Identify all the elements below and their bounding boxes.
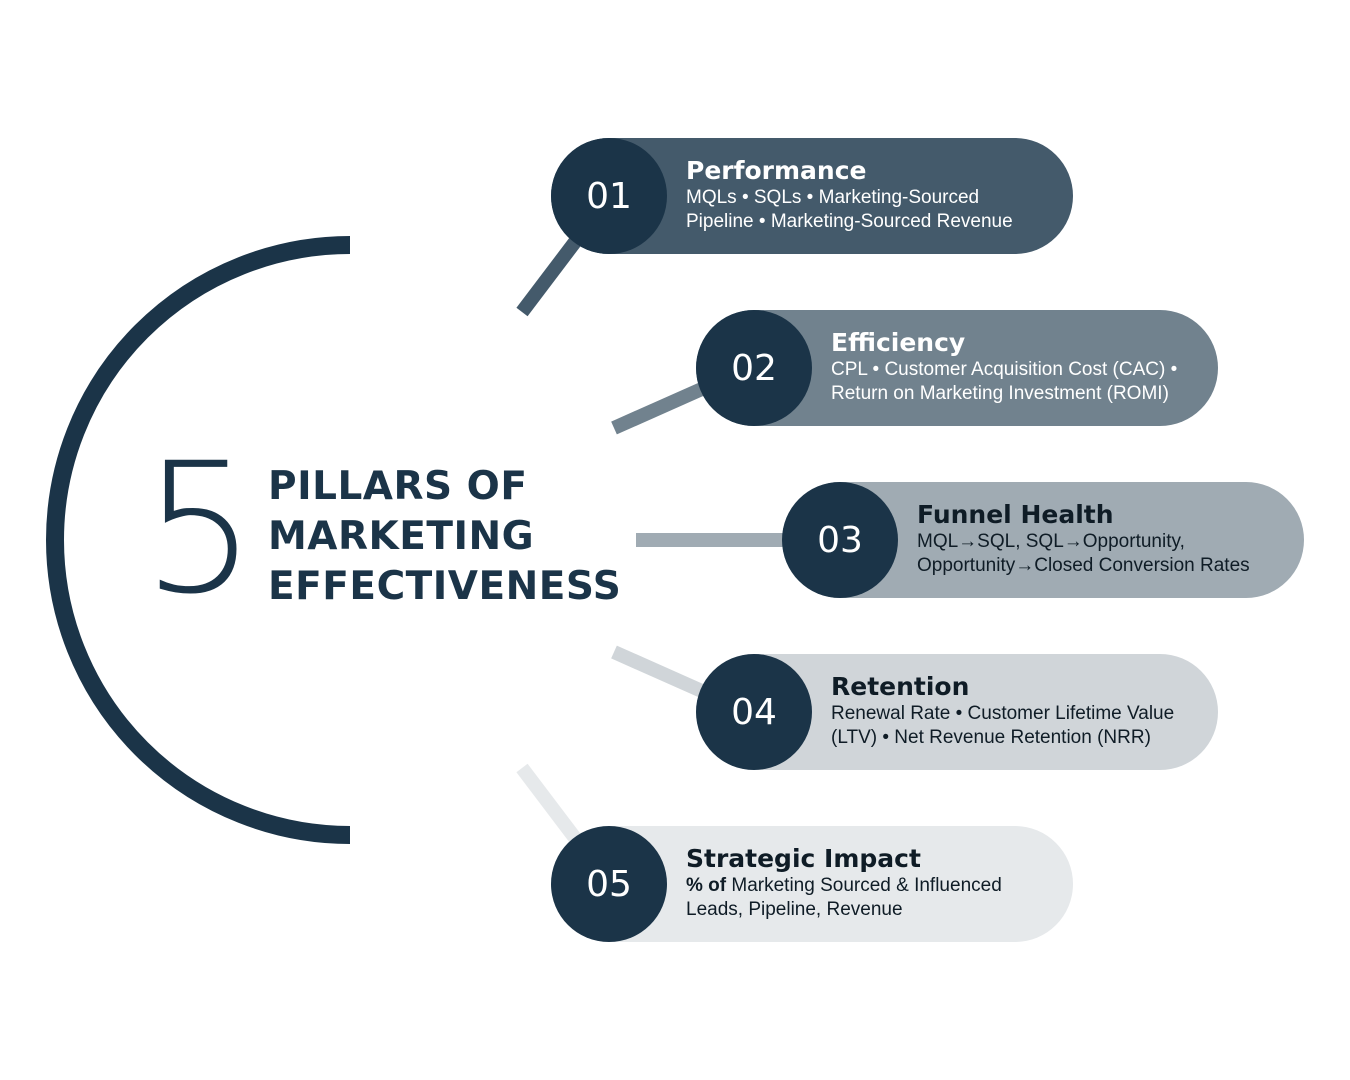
big-number: 5 bbox=[142, 425, 257, 634]
pillar-text: Performance MQLs • SQLs • Marketing-Sour… bbox=[686, 156, 1043, 234]
pillar-desc-line-2: Return on Marketing Investment (ROMI) bbox=[831, 383, 1169, 404]
headline-line-1: PILLARS OF bbox=[268, 464, 528, 509]
pillar-title: Efficiency bbox=[831, 328, 966, 357]
pillar-desc-line-1: MQLs • SQLs • Marketing-Sourced bbox=[686, 187, 980, 208]
pillar-desc-line-1: Renewal Rate • Customer Lifetime Value bbox=[831, 703, 1175, 724]
connector-2 bbox=[611, 381, 707, 435]
connector-4 bbox=[611, 645, 707, 699]
pillar-efficiency: 02 Efficiency CPL • Customer Acquisition… bbox=[696, 310, 1218, 426]
headline: PILLARS OF MARKETING EFFECTIVENESS bbox=[268, 462, 621, 612]
headline-line-2: MARKETING bbox=[268, 514, 535, 559]
pillar-text: Retention Renewal Rate • Customer Lifeti… bbox=[831, 672, 1188, 750]
pillar-number-badge: 03 bbox=[782, 482, 898, 598]
pillar-text: Strategic Impact % of Marketing Sourced … bbox=[686, 844, 1043, 922]
pillar-strategic-impact: 05 Strategic Impact % of Marketing Sourc… bbox=[551, 826, 1073, 942]
pillar-desc-line-2: Opportunity→Closed Conversion Rates bbox=[917, 555, 1250, 576]
pillar-desc-line-1: CPL • Customer Acquisition Cost (CAC) • bbox=[831, 359, 1178, 380]
pillar-desc-line-2: Leads, Pipeline, Revenue bbox=[686, 899, 903, 920]
pillar-number-badge: 02 bbox=[696, 310, 812, 426]
pillar-title: Retention bbox=[831, 672, 970, 701]
pillar-title: Performance bbox=[686, 156, 867, 185]
pillar-title: Strategic Impact bbox=[686, 844, 921, 873]
pillar-text: Funnel Health MQL→SQL, SQL→Opportunity, … bbox=[917, 500, 1274, 578]
pillar-number-badge: 05 bbox=[551, 826, 667, 942]
pillar-retention: 04 Retention Renewal Rate • Customer Lif… bbox=[696, 654, 1218, 770]
pillar-number-badge: 01 bbox=[551, 138, 667, 254]
connector-5 bbox=[516, 763, 584, 847]
headline-line-3: EFFECTIVENESS bbox=[268, 564, 622, 609]
pillar-desc-line-1: % of Marketing Sourced & Influenced bbox=[686, 874, 1043, 898]
pillar-desc-bold: % of bbox=[686, 875, 727, 896]
pillar-desc-line-2: (LTV) • Net Revenue Retention (NRR) bbox=[831, 727, 1151, 748]
pillar-desc-line-1: MQL→SQL, SQL→Opportunity, bbox=[917, 531, 1185, 552]
outer-arc bbox=[46, 236, 351, 844]
pillar-funnel-health: 03 Funnel Health MQL→SQL, SQL→Opportunit… bbox=[782, 482, 1304, 598]
pillar-desc-line-2: Pipeline • Marketing-Sourced Revenue bbox=[686, 211, 1013, 232]
pillar-text: Efficiency CPL • Customer Acquisition Co… bbox=[831, 328, 1188, 406]
pillar-desc-rest: Marketing Sourced & Influenced bbox=[726, 875, 1002, 896]
connector-1 bbox=[516, 233, 584, 317]
pillar-number-badge: 04 bbox=[696, 654, 812, 770]
pillar-title: Funnel Health bbox=[917, 500, 1114, 529]
pillar-performance: 01 Performance MQLs • SQLs • Marketing-S… bbox=[551, 138, 1073, 254]
